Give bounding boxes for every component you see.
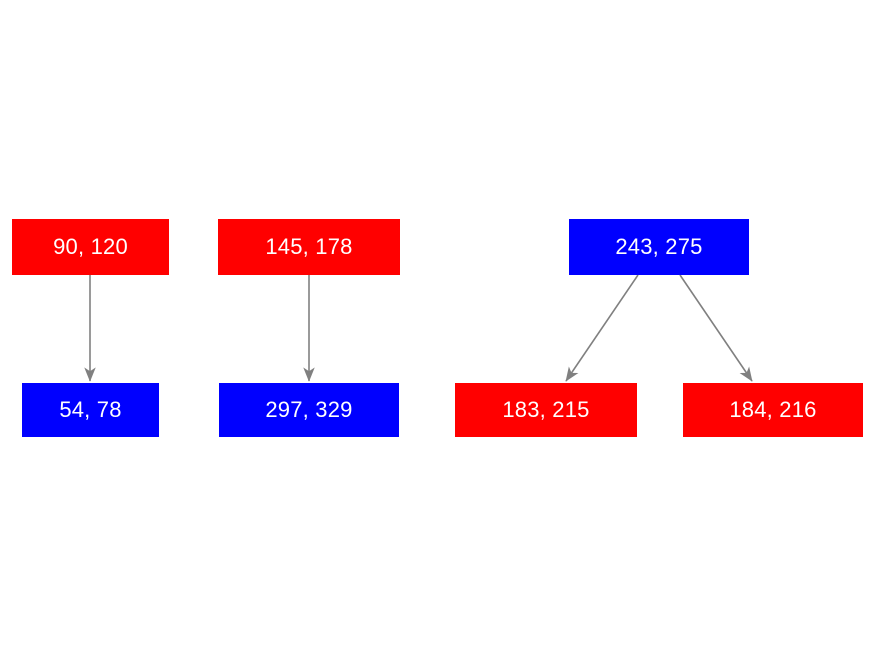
node-n1[interactable]: 54, 78 [22, 383, 159, 437]
node-label: 145, 178 [265, 234, 353, 259]
node-n4[interactable]: 243, 275 [569, 219, 749, 275]
node-label: 54, 78 [59, 397, 122, 422]
node-n5[interactable]: 183, 215 [455, 383, 637, 437]
node-n2[interactable]: 145, 178 [218, 219, 400, 275]
node-n6[interactable]: 184, 216 [683, 383, 863, 437]
edges-group [84, 274, 753, 382]
node-label: 297, 329 [265, 397, 353, 422]
node-n0[interactable]: 90, 120 [12, 219, 169, 275]
node-n3[interactable]: 297, 329 [219, 383, 399, 437]
node-label: 90, 120 [53, 234, 128, 259]
node-label: 183, 215 [502, 397, 590, 422]
node-label: 184, 216 [729, 397, 817, 422]
edge-n4-to-n5 [565, 274, 639, 382]
edge-n4-to-n6 [679, 274, 753, 382]
node-label: 243, 275 [615, 234, 703, 259]
